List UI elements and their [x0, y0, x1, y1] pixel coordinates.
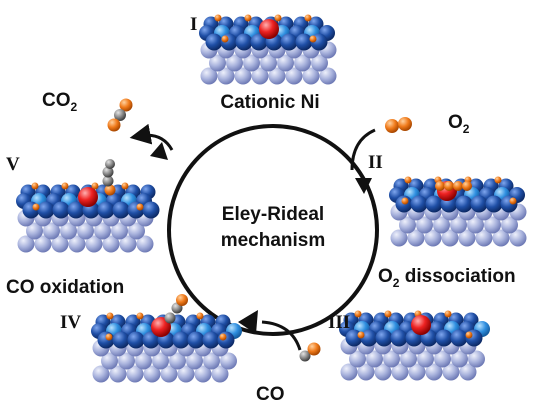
cycle-arrowhead-left	[150, 142, 168, 160]
center-label-line2: mechanism	[221, 230, 326, 251]
o2-label: O2	[448, 112, 470, 136]
co-incoming-arrow	[261, 320, 302, 351]
co2-molecule	[107, 98, 133, 132]
o2-incoming-arrow	[350, 128, 376, 171]
cycle-arrowhead-right	[355, 178, 372, 194]
caption-o2-dissociation: O2 dissociation	[378, 266, 516, 290]
stage-ii-o-atoms	[435, 181, 472, 191]
co2-outgoing-arrow	[129, 123, 174, 151]
caption-o2-sub: 2	[393, 276, 400, 290]
stage-iv-co-adsorbate	[164, 294, 188, 324]
o2-label-main: O	[448, 112, 463, 133]
slab-stage-iv	[91, 312, 242, 383]
stage-v-co2-forming	[102, 159, 116, 196]
cycle-circle	[167, 124, 379, 336]
o2-molecule	[385, 117, 412, 133]
center-label-line1: Eley-Rideal	[222, 204, 324, 225]
caption-o2-rest: dissociation	[399, 266, 515, 287]
slab-stage-iii	[339, 310, 490, 381]
caption-co-oxidation: CO oxidation	[6, 277, 124, 298]
roman-v-label: V	[6, 154, 20, 175]
o2-label-sub: 2	[463, 122, 470, 136]
roman-iii-label: III	[328, 312, 350, 333]
caption-o2-main: O	[378, 266, 393, 287]
co-molecule	[299, 342, 321, 362]
caption-cationic-ni: Cationic Ni	[220, 92, 319, 113]
slab-stage-v	[16, 182, 160, 253]
roman-iv-label: IV	[60, 312, 81, 333]
roman-i-label: I	[190, 14, 197, 35]
slab-stage-i	[199, 14, 337, 85]
co-label: CO	[256, 384, 285, 405]
cycle-arrowhead-bottom	[238, 310, 258, 334]
co2-label: CO2	[42, 90, 78, 114]
co2-label-sub: 2	[71, 100, 78, 114]
co2-label-main: CO	[42, 90, 71, 111]
roman-ii-label: II	[368, 152, 383, 173]
